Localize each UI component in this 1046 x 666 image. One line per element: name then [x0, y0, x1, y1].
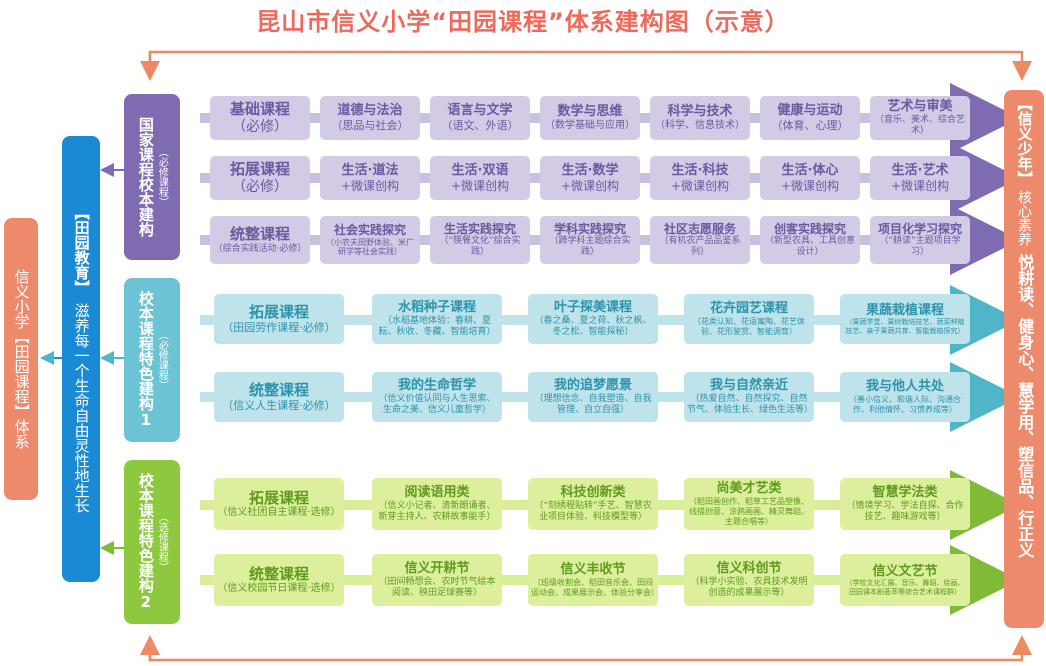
section-school1-box: 校本课程特色建构1 （必修课程）	[124, 278, 180, 442]
course-box: 社区志愿服务 （有机农产品品鉴系列）	[650, 216, 750, 264]
section-school1-note: （必修课程）	[156, 330, 168, 390]
course-box: 社会实践探究 （小农夫田野体验、米厂研学等社会实践）	[320, 216, 420, 264]
course-box: 阅读语用类 （信义小记者、清新朗诵者、新芽主持人、农耕故事能手）	[372, 478, 502, 530]
course-box: 信义开耕节 （田间畅想会、农时节气绘本阅读、秧田足球赛等）	[372, 554, 502, 606]
course-box: 学科实践探究 （跨学科主题综合实践）	[540, 216, 640, 264]
tianyuan-education-head: 【田园教育】	[72, 205, 91, 295]
course-box: 我与他人共处 （善小信义、和谐人际、沟通合作、利他情怀、习惯养成等）	[840, 372, 970, 422]
course-box: 道德与法治 （思品与社会）	[320, 96, 420, 140]
course-box: 生活实践探究 （“筷餐文化”综合实践）	[430, 216, 530, 264]
course-box: 创客实践探究 （新型农具、工具创意设计）	[760, 216, 860, 264]
course-box: 花卉园艺课程 （花类认知、花语寓陶、花艺体验、花形鉴赏、智能调育）	[684, 294, 814, 344]
section-national-head: 国家课程校本建构	[136, 117, 155, 237]
school-curriculum-system-box: 信义小学【田园课程】体系	[4, 218, 38, 500]
course-box: 科技创新类 （“刻绣程贴转”手艺、智慧农业项目体验、科技模型等）	[528, 478, 658, 530]
page-title: 昆山市信义小学“田园课程”体系建构图（示意）	[256, 8, 790, 36]
section-school2-box: 校本课程特色建构2 （选修课程）	[124, 460, 180, 624]
course-box: 果蔬栽植课程 （果蔬学堂、果树栽培技艺、蔬菜种植技艺、亲子果蔬共育、智能栽植探究…	[840, 294, 970, 344]
school-curriculum-system-text: 信义小学【田园课程】体系	[12, 269, 31, 449]
course-box: 生活·艺术 +微课创构	[870, 156, 970, 200]
course-box: 叶子探美课程 （春之桑、夏之荷、秋之枫、冬之松、智能探秘）	[528, 294, 658, 344]
course-box: 我的生命哲学 （信义价值认同与人生思索、生命之美、信义儿童哲学）	[372, 372, 502, 422]
section-school2-head: 校本课程特色建构2	[136, 473, 155, 611]
row-label-extension: 拓展课程 （田园劳作课程·必修）	[214, 294, 344, 344]
core-literacy-list: 悦耕读、健身心、慧学用、塑信品、行正义	[1015, 254, 1035, 558]
course-box: 水稻种子课程 （水稻基地体验：春耕、夏耘、秋收、冬藏、智能培育）	[372, 294, 502, 344]
course-box: 语言与文学 （语文、外语）	[430, 96, 530, 140]
course-box: 尚美才艺类 （稻田画创作、稻草工艺品塑像、线描创意、涂鸦画画、精灵舞蹈、主题合唱…	[684, 478, 814, 530]
course-box: 项目化学习探究 （“耕读”主题项目学习）	[870, 216, 970, 264]
bottom-frame-arrow	[148, 635, 1032, 662]
course-box: 生活·体心 +微课创构	[760, 156, 860, 200]
tianyuan-education-box: 【田园教育】 滋养每一个生命自由灵性地生长	[62, 136, 100, 582]
section-national-box: 国家课程校本建构 （必修课程）	[124, 94, 180, 260]
section-school1-head: 校本课程特色建构1	[136, 291, 155, 429]
course-box: 信义丰收节 （班级收割会、稻田音乐会、田间运动会、成果展示会、体验分享会）	[528, 554, 659, 606]
row-label-extension: 拓展课程 （必修）	[210, 156, 310, 200]
course-box: 生活·双语 +微课创构	[430, 156, 530, 200]
course-box: 生活·科技 +微课创构	[650, 156, 750, 200]
row-label-integrated: 统整课程 （信义人生课程·必修）	[214, 372, 344, 422]
course-box: 生活·数学 +微课创构	[540, 156, 640, 200]
row-label-integrated: 统整课程 （信义校园节日课程·选修）	[214, 554, 344, 606]
core-literacy-label: 核心素养	[1016, 190, 1033, 246]
course-box: 我与自然亲近 （热爱自然、自然探究、自然节气、体验生长、绿色生活等）	[684, 372, 814, 422]
xinyi-youth-head: 【信义少年】	[1015, 96, 1034, 186]
course-box: 生活·道法 +微课创构	[320, 156, 420, 200]
tianyuan-education-text: 滋养每一个生命自由灵性地生长	[72, 303, 91, 513]
course-box: 艺术与审美 （音乐、美术、综合艺术）	[870, 96, 970, 140]
top-frame-arrow	[148, 50, 1032, 81]
section-national-note: （必修课程）	[156, 147, 168, 207]
course-box: 科学与技术 （科学、信息技术）	[650, 96, 750, 140]
row-label-extension: 拓展课程 （信义社团自主课程·选修）	[214, 478, 344, 530]
course-box: 信义文艺节 （学校文化汇展、音乐、舞蹈、绘画、田园课本剧荟萃等综合艺术课程群）	[840, 554, 970, 606]
course-box: 信义科创节 （科学小实验、农具技术发明创造的成果展示等）	[684, 554, 814, 606]
row-label-integrated: 统整课程 （综合实践活动·必修）	[210, 216, 310, 264]
course-box: 数学与思维 （数学基础与应用）	[540, 96, 640, 140]
section-school2-note: （选修课程）	[156, 512, 168, 572]
xinyi-youth-box: 【信义少年】 核心素养 悦耕读、健身心、慧学用、塑信品、行正义	[1004, 90, 1044, 628]
course-box: 智慧学法类 （情境学习、学法自探、合作技艺、趣味游戏等）	[840, 478, 970, 530]
row-label-basic: 基础课程 （必修）	[210, 96, 310, 140]
course-box: 我的追梦愿景 （理想信念、自我塑造、自我管理、自立自强）	[528, 372, 658, 422]
course-box: 健康与运动 （体育、心理）	[760, 96, 860, 140]
